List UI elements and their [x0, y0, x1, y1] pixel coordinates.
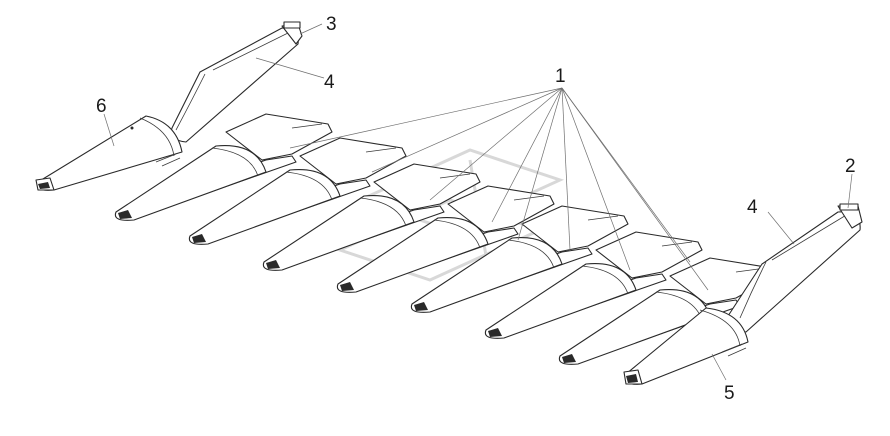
left-cap-bolt: [283, 21, 301, 29]
callout-labels: 1 2 3 4 4 5 6: [96, 14, 856, 404]
callout-4-left: 4: [324, 72, 335, 93]
divider-ridge: [285, 171, 333, 201]
divider-deck-plate: [373, 163, 481, 211]
divider-deck-plate: [299, 137, 407, 185]
divider-plate-edge: [439, 173, 471, 179]
divider-deck-plate: [595, 231, 703, 279]
divider-tip: [266, 260, 280, 269]
callout-6: 6: [96, 96, 107, 117]
divider-deck-plate: [521, 205, 629, 253]
right-cap-bolt: [839, 203, 859, 211]
divider-ridge: [507, 239, 555, 269]
divider-plate-edge: [291, 123, 323, 129]
divider-ridge: [211, 147, 259, 177]
divider-group: [114, 113, 777, 365]
right-end-divider: [623, 203, 863, 385]
divider-3: [262, 163, 481, 271]
callout-2: 2: [845, 156, 856, 177]
leader-lines: [103, 23, 853, 381]
callout-5: 5: [724, 383, 735, 404]
divider-ridge: [433, 219, 481, 249]
divider-hood: [336, 216, 489, 293]
divider-ridge: [359, 197, 407, 227]
callout-4-right: 4: [747, 197, 758, 218]
divider-6: [484, 231, 703, 339]
divider-5: [410, 205, 629, 313]
left-cone: [36, 115, 183, 191]
divider-tip: [118, 210, 132, 219]
divider-tip: [340, 282, 354, 291]
divider-hood: [484, 262, 637, 339]
divider-hood: [410, 236, 563, 313]
divider-hood: [188, 168, 341, 245]
divider-hood: [114, 144, 267, 221]
divider-plate-edge: [365, 147, 397, 153]
divider-tip: [192, 234, 206, 243]
callout-1: 1: [555, 66, 566, 87]
divider-ridge: [581, 265, 629, 295]
divider-deck-plate: [447, 185, 555, 233]
divider-tip: [562, 354, 576, 363]
divider-tip: [414, 302, 428, 311]
divider-plate-edge: [513, 195, 545, 201]
divider-1: [114, 113, 333, 221]
divider-7: [558, 257, 777, 365]
divider-plate-edge: [587, 215, 619, 221]
divider-hood: [262, 194, 415, 271]
divider-2: [188, 137, 407, 245]
divider-4: [336, 185, 555, 293]
left-end-divider: [35, 21, 303, 191]
divider-deck-plate: [225, 113, 333, 161]
divider-tip: [488, 328, 502, 337]
callout-3: 3: [326, 14, 337, 35]
